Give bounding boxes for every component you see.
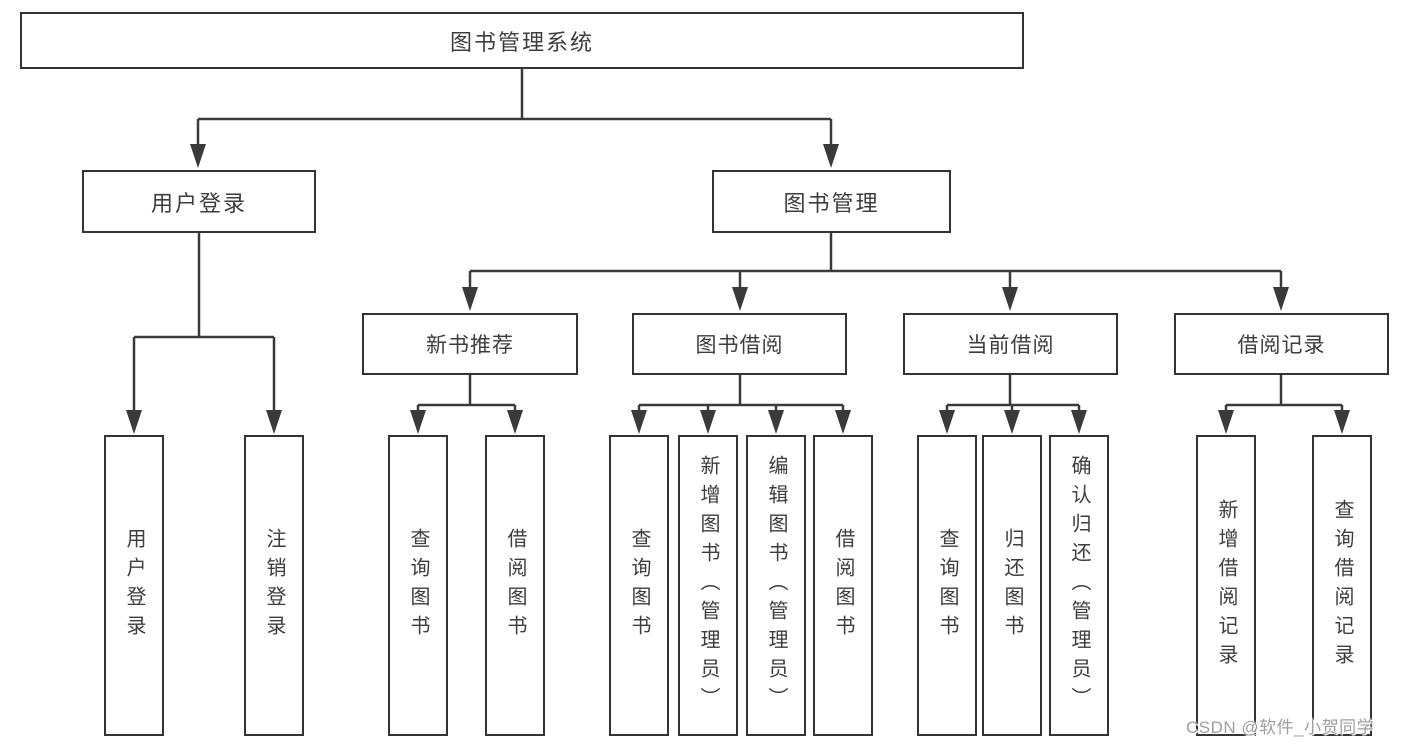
arrowhead [507, 410, 523, 434]
leaf-confirm-return-admin: 确认归还（管理员） [1049, 435, 1109, 736]
connector-root-to-level2 [196, 69, 833, 147]
arrowhead [266, 410, 282, 434]
node-new-book-recommendation: 新书推荐 [362, 313, 578, 375]
csdn-watermark: CSDN @软件_小贺同学 [1186, 718, 1375, 737]
node-label: 图书管理 [783, 190, 880, 216]
leaf-borrow-books-borrowing: 借阅图书 [813, 435, 873, 736]
leaf-return-books: 归还图书 [982, 435, 1042, 736]
node-library-management-system: 图书管理系统 [20, 12, 1024, 69]
arrowhead [1273, 287, 1289, 311]
arrowhead [190, 144, 206, 168]
leaf-add-borrow-record: 新增借阅记录 [1196, 435, 1256, 736]
leaf-logout: 注销登录 [244, 435, 304, 736]
node-label: 编辑图书（管理员） [765, 455, 787, 716]
arrowhead [700, 410, 716, 434]
arrowhead [410, 410, 426, 434]
connector-borrowing-records-to-leaves [1224, 375, 1344, 412]
arrowhead [631, 410, 647, 434]
node-book-borrowing: 图书借阅 [632, 313, 847, 375]
arrowhead [1002, 287, 1018, 311]
arrowhead [768, 410, 784, 434]
arrowhead [1071, 410, 1087, 434]
connector-book-borrowing-to-leaves [637, 375, 845, 412]
leaf-query-borrow-record: 查询借阅记录 [1312, 435, 1372, 736]
arrowhead [835, 410, 851, 434]
connector-user-login-to-leaves [132, 233, 276, 412]
leaf-edit-book-admin: 编辑图书（管理员） [746, 435, 806, 736]
node-label: 借阅记录 [1237, 334, 1326, 357]
node-label: 借阅图书 [504, 527, 526, 644]
arrowhead [126, 410, 142, 434]
node-label: 确认归还（管理员） [1068, 455, 1090, 716]
node-label: 用户登录 [150, 190, 247, 216]
leaf-add-book-admin: 新增图书（管理员） [678, 435, 738, 736]
node-label: 图书管理系统 [449, 29, 594, 55]
arrowhead [462, 287, 478, 311]
leaf-borrow-books-recommend: 借阅图书 [485, 435, 545, 736]
node-user-login: 用户登录 [82, 170, 316, 233]
node-label: 查询借阅记录 [1331, 498, 1353, 673]
node-label: 归还图书 [1001, 527, 1023, 644]
node-label: 查询图书 [936, 527, 958, 644]
node-label: 当前借阅 [966, 334, 1055, 357]
node-label: 新增图书（管理员） [697, 455, 719, 716]
node-label: 借阅图书 [832, 527, 854, 644]
connector-book-management-to-level3 [468, 233, 1283, 290]
node-label: 新增借阅记录 [1215, 498, 1237, 673]
leaf-query-books-current: 查询图书 [917, 435, 977, 736]
arrowhead [939, 410, 955, 434]
arrowhead [823, 144, 839, 168]
node-label: 图书借阅 [695, 334, 784, 357]
leaf-user-login: 用户登录 [104, 435, 164, 736]
node-book-management: 图书管理 [712, 170, 951, 233]
connector-new-book-recommendation-to-leaves [416, 375, 517, 412]
node-current-borrowing: 当前借阅 [903, 313, 1118, 375]
node-label: 新书推荐 [426, 334, 514, 357]
arrowhead [1218, 410, 1234, 434]
node-label: 查询图书 [407, 527, 429, 644]
node-label: 用户登录 [123, 527, 145, 644]
arrowhead [1004, 410, 1020, 434]
connector-current-borrowing-to-leaves [945, 375, 1081, 412]
node-label: 注销登录 [263, 527, 285, 644]
node-borrowing-records: 借阅记录 [1174, 313, 1389, 375]
arrowhead [732, 287, 748, 311]
arrowhead [1334, 410, 1350, 434]
leaf-query-books-recommend: 查询图书 [388, 435, 448, 736]
node-label: 查询图书 [628, 527, 650, 644]
leaf-query-books-borrowing: 查询图书 [609, 435, 669, 736]
